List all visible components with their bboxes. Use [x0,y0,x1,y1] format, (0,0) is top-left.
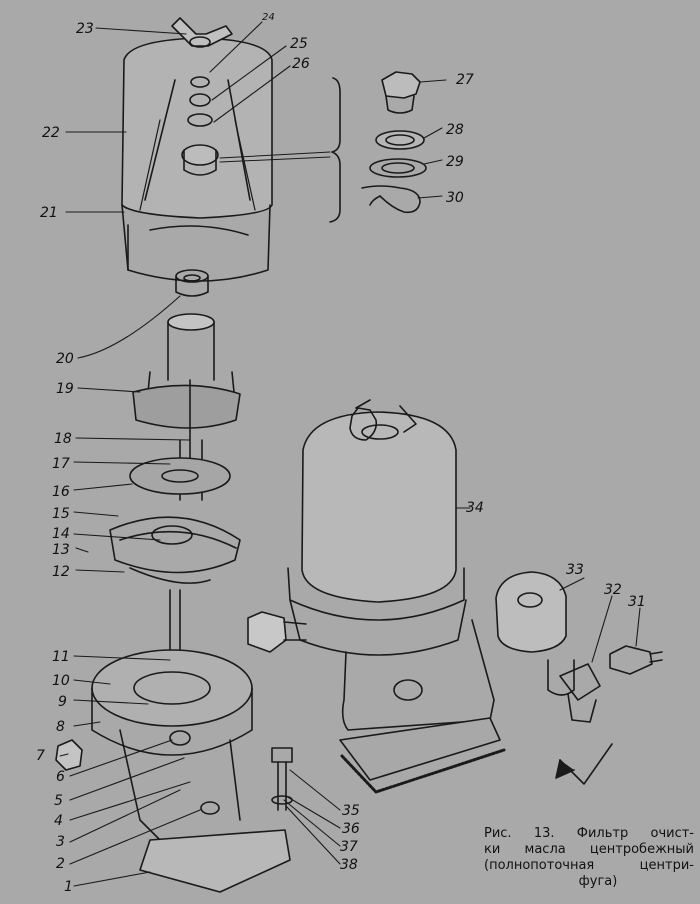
part-label-31: 31 [628,594,646,610]
part-label-17: 17 [52,456,70,472]
nut-20 [175,269,209,297]
part-label-25: 25 [290,36,308,52]
part-label-33: 33 [566,562,584,578]
part-label-5: 5 [54,793,63,809]
rotor-19 [132,313,241,501]
caption-line-4: фуга) [578,874,618,889]
part-label-19: 19 [56,381,74,397]
part-label-20: 20 [56,351,74,367]
part-label-23: 23 [76,21,94,37]
part-label-38: 38 [340,857,358,873]
part-label-13: 13 [52,542,70,558]
part-label-9: 9 [58,694,67,710]
part-label-28: 28 [446,122,464,138]
part-label-22: 22 [42,125,60,141]
caption-line-2: ки масла центробежный [484,842,694,857]
part-label-24: 24 [262,12,275,23]
part-label-29: 29 [446,154,464,170]
part-label-27: 27 [456,72,474,88]
part-label-8: 8 [56,719,65,735]
fitting-parts [495,571,663,785]
valve-parts [361,71,427,214]
part-label-3: 3 [56,834,65,850]
part-label-12: 12 [52,564,70,580]
part-label-1: 1 [64,879,73,895]
part-label-7: 7 [36,748,45,764]
part-label-36: 36 [342,821,360,837]
part-label-16: 16 [52,484,70,500]
part-label-6: 6 [56,769,65,785]
caption-line-3: (полнопоточная центри- [484,858,694,873]
part-label-32: 32 [604,582,622,598]
part-labels: 23 24 25 26 22 21 27 28 29 30 20 19 18 1… [36,12,646,895]
part-label-4: 4 [54,813,63,829]
part-label-26: 26 [292,56,310,72]
bracket-line [329,77,341,223]
part-label-18: 18 [54,431,72,447]
part-label-10: 10 [52,673,70,689]
part-label-30: 30 [446,190,464,206]
part-label-34: 34 [466,500,484,516]
part-label-15: 15 [52,506,70,522]
part-label-37: 37 [340,839,358,855]
base-housing [55,649,293,893]
part-label-21: 21 [40,205,58,221]
assembled-filter [247,399,506,794]
part-label-2: 2 [56,856,65,872]
caption-line-1: Рис. 13. Фильтр очист- [484,826,694,841]
part-label-11: 11 [52,649,70,665]
discs [109,457,241,584]
leader-lines [59,21,641,887]
figure-caption: Рис. 13. Фильтр очист- ки масла центробе… [484,826,694,890]
part-label-35: 35 [342,803,360,819]
cap-assembly [121,17,273,282]
part-label-14: 14 [52,526,70,542]
